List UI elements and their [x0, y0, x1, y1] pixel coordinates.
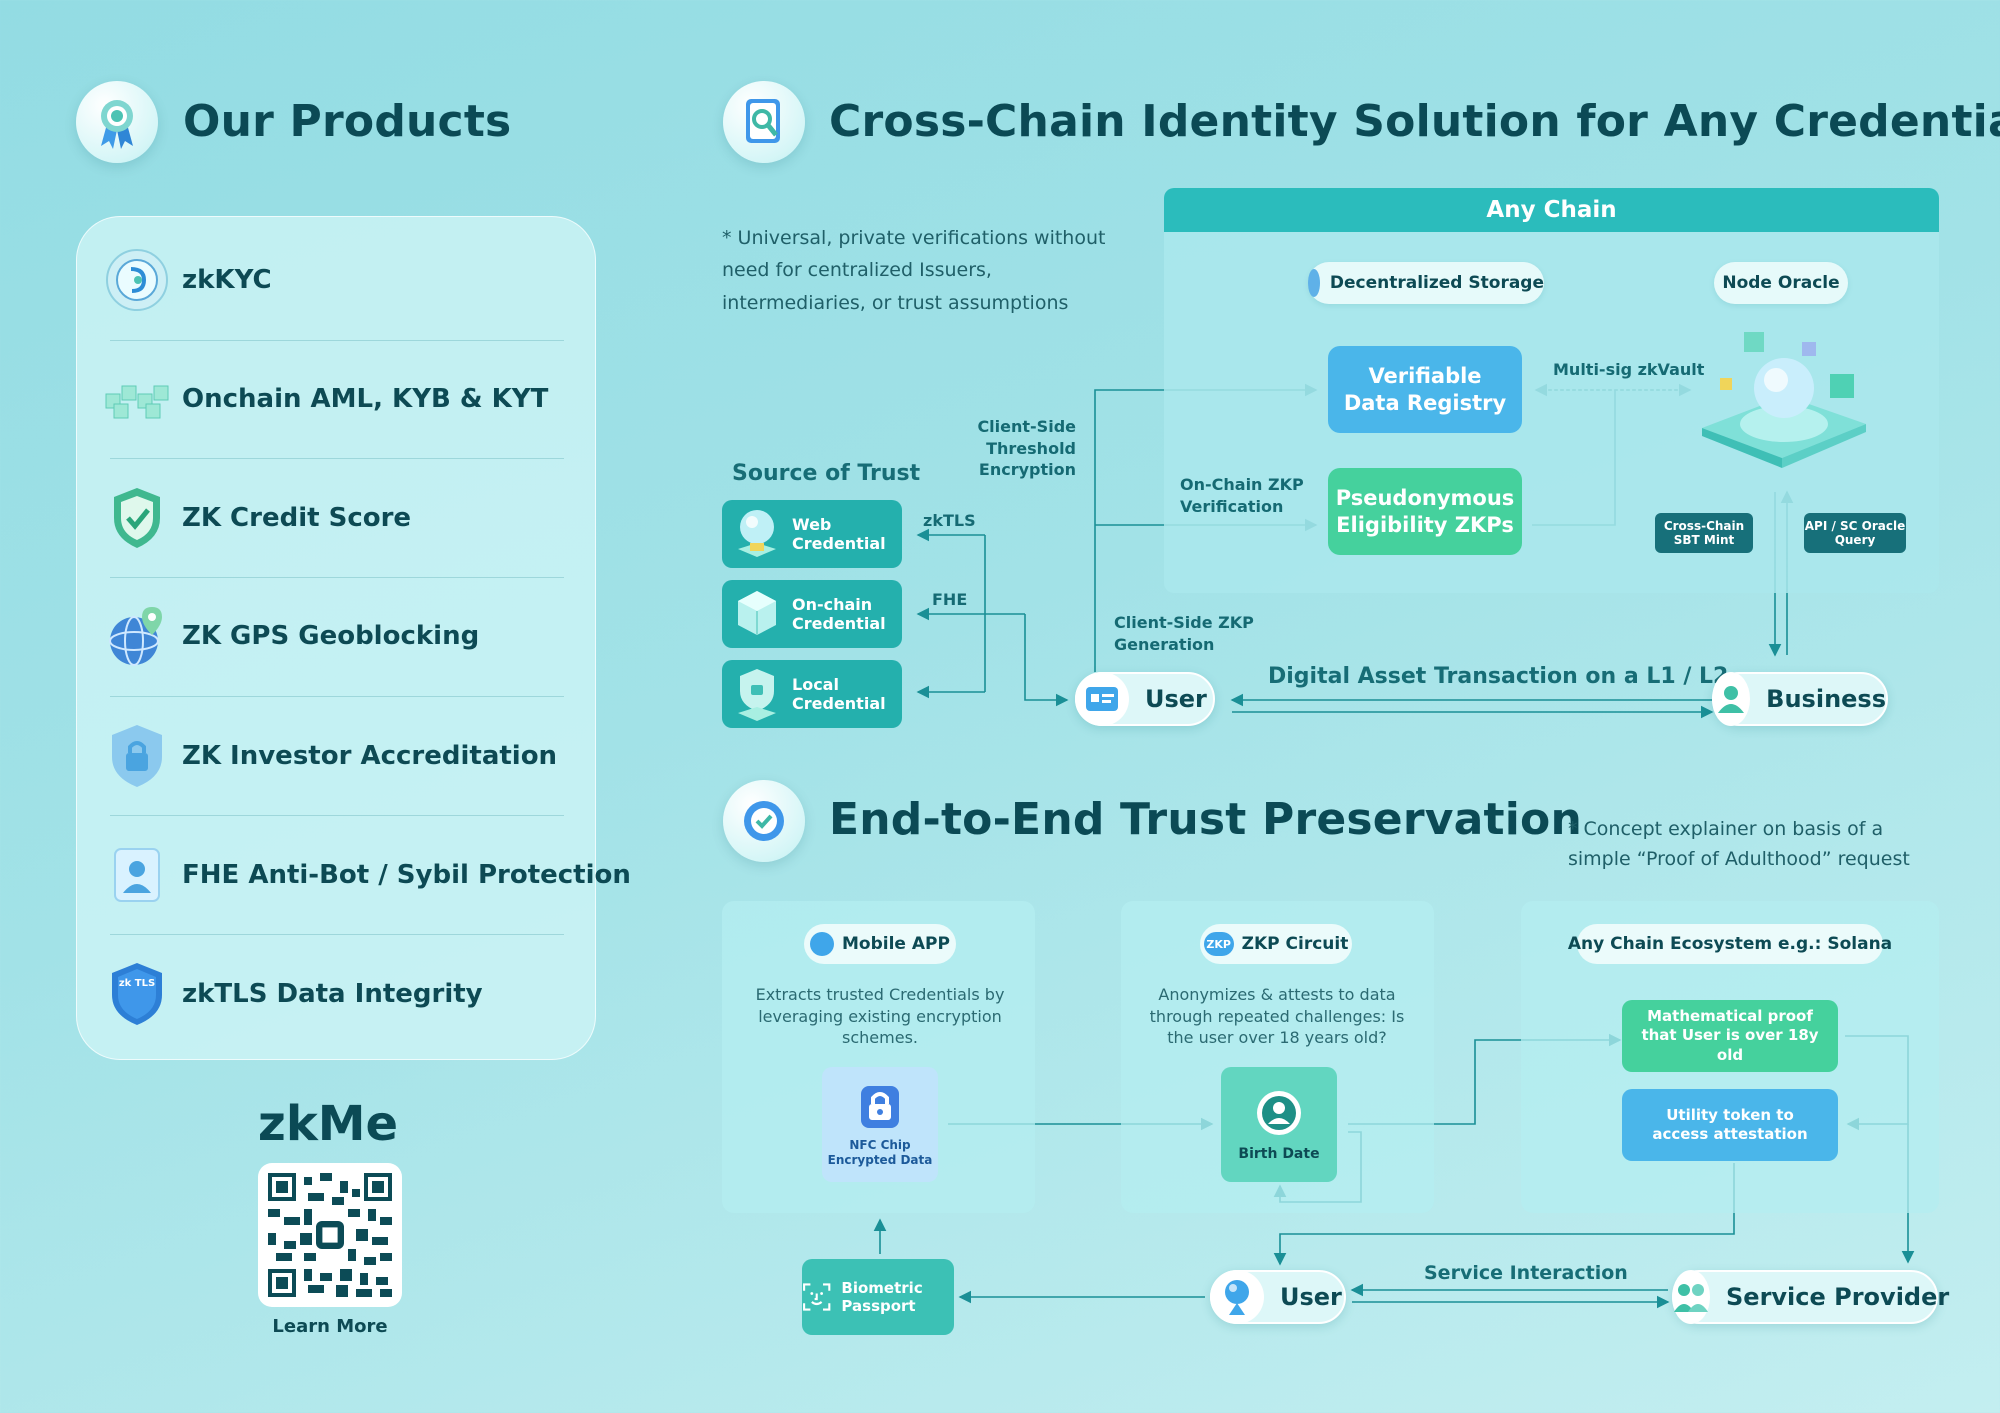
ecosystem-pill[interactable]: Any Chain Ecosystem e.g.: Solana: [1568, 924, 1892, 964]
multisig-label: Multi-sig zkVault: [1553, 360, 1705, 379]
verifiable-data-registry-box[interactable]: Verifiable Data Registry: [1328, 346, 1522, 433]
onchain-credential-box[interactable]: On-chain Credential: [722, 580, 902, 648]
mobile-app-pill[interactable]: Mobile APP: [804, 924, 956, 964]
fhe-label: FHE: [932, 590, 968, 609]
people-icon: [1672, 1270, 1710, 1324]
cross-chain-note: * Universal, private verifications witho…: [722, 227, 1106, 314]
divider: [110, 934, 564, 935]
id-card-icon: [1075, 672, 1129, 726]
cube-icon: [722, 580, 792, 648]
client-side-zkp-label: Client-Side ZKP Generation: [1114, 613, 1254, 654]
qr-code-pattern: [268, 1173, 392, 1297]
lock-icon: [861, 1086, 899, 1129]
product-fhe-antibot[interactable]: FHE Anti-Bot / Sybil Protection: [100, 835, 631, 915]
math-proof-box[interactable]: Mathematical proof that User is over 18y…: [1622, 1000, 1838, 1072]
face-id-icon: [803, 1283, 831, 1311]
shield-device-icon: [722, 660, 792, 728]
user-node-bottom[interactable]: User: [1210, 1270, 1346, 1324]
phone-icon: [810, 932, 835, 956]
user-globe-icon: [1210, 1270, 1264, 1324]
client-side-encryption-label: Client-Side Threshold Encryption: [977, 417, 1076, 480]
pseudonymous-zkps-box[interactable]: Pseudonymous Eligibility ZKPs: [1328, 468, 1522, 555]
nfc-chip-box[interactable]: NFC Chip Encrypted Data: [822, 1067, 938, 1182]
any-chain-header: Any Chain: [1164, 188, 1939, 232]
shield-check-icon: [100, 481, 174, 555]
web-credential-box[interactable]: Web Credential: [722, 500, 902, 568]
globe-device-icon: [722, 500, 792, 568]
cross-chain-title: Cross-Chain Identity Solution for Any Cr…: [829, 96, 2000, 147]
id-card-icon: [100, 838, 174, 912]
service-interaction-label: Service Interaction: [1424, 1262, 1628, 1284]
globe-pin-icon: [100, 599, 174, 673]
e2e-title: End-to-End Trust Preservation: [829, 794, 1582, 845]
person-icon: [1712, 672, 1751, 726]
node-oracle-pill[interactable]: Node Oracle: [1714, 262, 1848, 304]
utility-token-box[interactable]: Utility token to access attestation: [1622, 1089, 1838, 1161]
business-node[interactable]: Business: [1712, 672, 1888, 726]
service-provider-node[interactable]: Service Provider: [1672, 1270, 1949, 1324]
onchain-zkp-label: On-Chain ZKP Verification: [1180, 475, 1304, 516]
products-panel: [76, 216, 596, 1060]
divider: [110, 815, 564, 816]
products-title: Our Products: [183, 96, 512, 147]
product-zktls[interactable]: zk TLS zkTLS Data Integrity: [100, 954, 580, 1034]
check-badge-icon: [723, 780, 805, 862]
user-avatar-icon: [1257, 1090, 1301, 1135]
api-oracle-tag: API / SC Oracle Query: [1804, 513, 1906, 553]
mobile-app-desc: Extracts trusted Credentials by leveragi…: [755, 985, 1005, 1048]
decentralized-storage-pill[interactable]: Decentralized Storage: [1308, 262, 1544, 304]
product-onchain-aml[interactable]: Onchain AML, KYB & KYT: [100, 359, 580, 439]
user-node-top[interactable]: User: [1075, 672, 1215, 726]
source-of-trust-heading: Source of Trust: [732, 461, 921, 486]
divider: [110, 340, 564, 341]
medal-icon: [76, 81, 158, 163]
cross-chain-sbt-tag: Cross-Chain SBT Mint: [1655, 513, 1753, 553]
product-zkkyc[interactable]: zkKYC: [100, 240, 580, 320]
zkp-icon: ZKP: [1203, 932, 1234, 956]
search-document-icon: [723, 81, 805, 163]
zkvault-illustration: [1690, 328, 1876, 478]
local-credential-box[interactable]: Local Credential: [722, 660, 902, 728]
brand-logo: zkMe: [257, 1096, 399, 1152]
e2e-note: * Concept explainer on basis of a simple…: [1568, 818, 1910, 871]
storage-icon: [1308, 269, 1320, 297]
product-zk-investor[interactable]: ZK Investor Accreditation: [100, 716, 580, 796]
lock-badge-icon: [100, 719, 174, 793]
learn-more-link[interactable]: Learn More: [272, 1316, 388, 1337]
digital-asset-tx-label: Digital Asset Transaction on a L1 / L2: [1268, 664, 1729, 689]
face-scan-icon: [100, 243, 174, 317]
biometric-passport-box[interactable]: Biometric Passport: [802, 1259, 954, 1335]
blocks-icon: [100, 362, 174, 436]
qr-code[interactable]: [258, 1163, 402, 1307]
zktls-shield-icon: zk TLS: [100, 957, 174, 1031]
divider: [110, 458, 564, 459]
zkp-circuit-desc: Anonymizes & attests to data through rep…: [1149, 985, 1405, 1048]
zktls-label: zkTLS: [923, 511, 976, 530]
zkp-circuit-pill[interactable]: ZKP ZKP Circuit: [1200, 924, 1352, 964]
birth-date-box[interactable]: Birth Date: [1221, 1067, 1337, 1182]
product-zk-credit-score[interactable]: ZK Credit Score: [100, 478, 580, 558]
divider: [110, 577, 564, 578]
product-zk-gps[interactable]: ZK GPS Geoblocking: [100, 596, 580, 676]
divider: [110, 696, 564, 697]
